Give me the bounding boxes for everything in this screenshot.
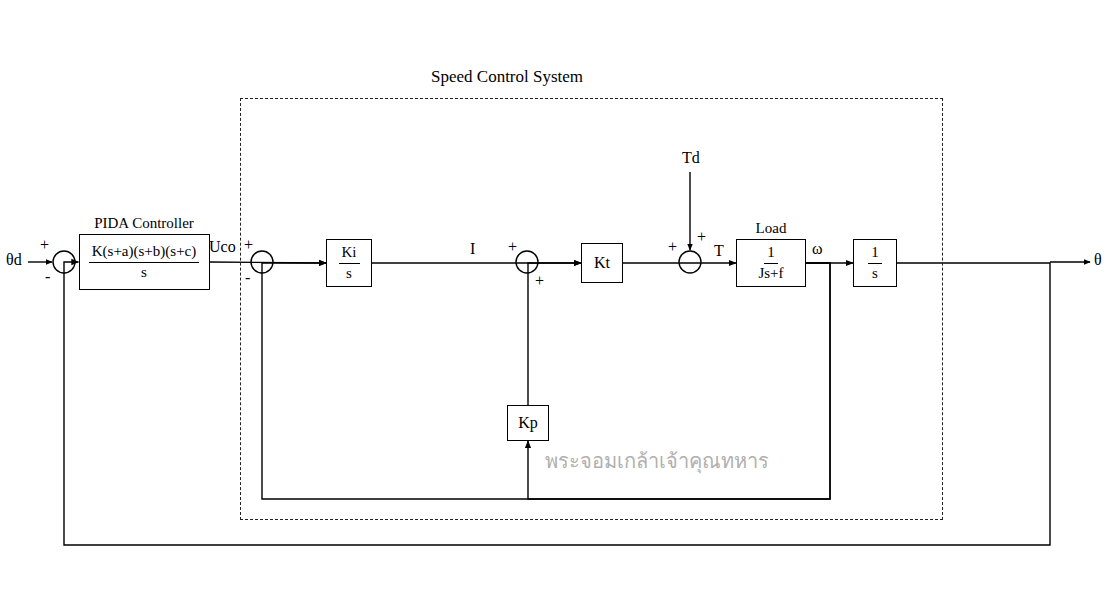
watermark: พระจอมเกล้าเจ้าคุณทหาร xyxy=(545,450,769,472)
signal-name: θd xyxy=(6,251,22,269)
gain-block: Kt xyxy=(581,243,623,283)
sign-mark: + xyxy=(668,238,677,256)
denominator: s xyxy=(346,264,352,282)
integrator-block: 1s xyxy=(853,239,897,287)
signal-name: I xyxy=(470,240,475,258)
signal-name: Uco xyxy=(209,238,236,256)
load-block: Load1Js+f xyxy=(736,239,806,287)
sign-mark: - xyxy=(245,269,250,287)
signal-name: ω xyxy=(812,240,823,258)
sign-mark: - xyxy=(45,268,50,286)
integrator-block: Kis xyxy=(326,239,372,287)
numerator: 1 xyxy=(764,244,778,263)
output-signal-line xyxy=(1050,261,1090,262)
sign-mark: + xyxy=(535,272,544,290)
block-heading: Speed Control System xyxy=(431,67,583,87)
disturbance-line xyxy=(689,172,690,250)
signal-name: Td xyxy=(682,149,700,167)
summing-junction xyxy=(516,251,538,273)
block-heading: PIDA Controller xyxy=(94,215,194,232)
signal-connector xyxy=(262,263,830,499)
gain-label: Kt xyxy=(594,254,610,272)
signal-connector xyxy=(528,263,581,405)
signal-name: θ xyxy=(1094,251,1102,269)
input-signal-line xyxy=(28,261,52,262)
denominator: Js+f xyxy=(758,264,783,282)
controller-block: PIDA ControllerK(s+a)(s+b)(s+c)s xyxy=(79,234,210,290)
sign-mark: + xyxy=(244,236,253,254)
numerator: 1 xyxy=(868,244,882,263)
signal-connector xyxy=(528,263,830,499)
sign-mark: + xyxy=(697,228,706,246)
summing-junction xyxy=(679,251,701,273)
numerator: Ki xyxy=(339,244,360,263)
signal-connector xyxy=(64,262,1050,545)
denominator: s xyxy=(141,263,147,281)
block-heading: Load xyxy=(756,220,787,237)
gain-label: Kp xyxy=(518,414,538,432)
sign-mark: + xyxy=(40,236,49,254)
numerator: K(s+a)(s+b)(s+c) xyxy=(89,243,200,262)
signal-name: T xyxy=(714,242,724,260)
signal-connector xyxy=(623,262,736,263)
sign-mark: + xyxy=(508,238,517,256)
gain-block: Kp xyxy=(507,405,549,441)
denominator: s xyxy=(872,264,878,282)
